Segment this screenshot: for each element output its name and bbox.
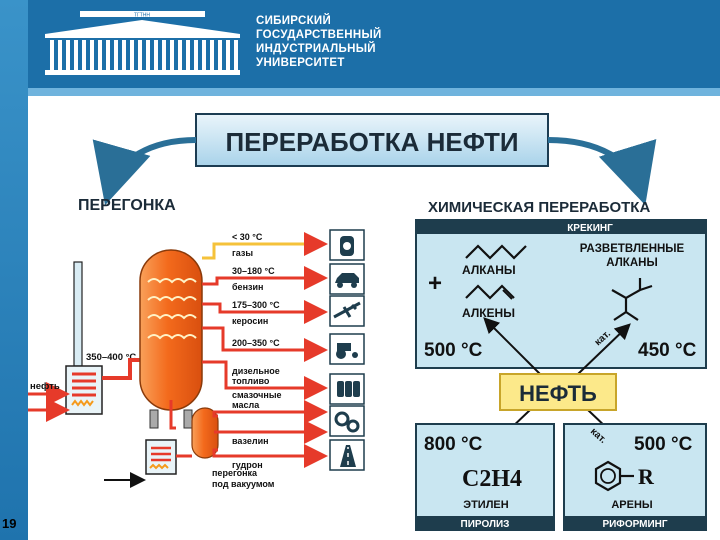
alkane-zigzag xyxy=(465,244,527,260)
fraction-temperature: < 30 °С xyxy=(232,232,263,242)
temperature-left: 500 °С xyxy=(424,340,483,361)
cracking-label: КРЕКИНГ xyxy=(567,223,613,234)
university-line: ИНДУСТРИАЛЬНЫЙ xyxy=(256,43,376,55)
road-icon xyxy=(329,439,365,471)
ethylene-formula: C2H4 xyxy=(462,466,522,492)
arenes-label: АРЕНЫ xyxy=(611,499,653,511)
university-line: ГОСУДАРСТВЕННЫЙ xyxy=(256,29,382,41)
furnace-temperature: 350–400 °С xyxy=(86,352,136,363)
fraction-pipe xyxy=(212,444,328,468)
fraction-outputs: < 30 °С газы 30–180 °С бензин 175–300 °С керо… xyxy=(202,232,328,470)
feed-pipe xyxy=(102,358,142,380)
temperature-bottom-left: 800 °С xyxy=(424,434,483,455)
sidebar-stripe xyxy=(0,0,28,540)
arrow-to-chemical xyxy=(547,137,657,206)
fraction-name: смазочные xyxy=(232,390,282,400)
fraction-temperature: 200–350 °С xyxy=(232,338,280,348)
fraction-name: газы xyxy=(232,248,253,258)
temperature-right: 450 °С xyxy=(638,340,697,361)
fraction-name: бензин xyxy=(232,282,263,292)
reforming-label: РИФОРМИНГ xyxy=(602,519,667,530)
branched-label: АЛКАНЫ xyxy=(606,257,657,269)
oil-center-box: НЕФТЬ xyxy=(499,373,617,411)
alkanes-label: АЛКАНЫ xyxy=(462,263,516,277)
alkene-zigzag xyxy=(465,284,515,300)
arrow-to-distillation xyxy=(92,137,197,206)
fraction-pipe xyxy=(202,360,328,400)
oil-center-label: НЕФТЬ xyxy=(519,381,597,406)
fraction-temperature: 175–300 °С xyxy=(232,300,280,310)
distillation-heading: ПЕРЕГОНКА xyxy=(78,197,176,214)
pyrolysis-label: ПИРОЛИЗ xyxy=(461,519,510,530)
fraction-temperature: 30–180 °С xyxy=(232,266,275,276)
university-line: СИБИРСКИЙ xyxy=(256,15,332,27)
airplane-icon xyxy=(329,295,365,327)
tractor-icon xyxy=(329,333,365,365)
distillation-column xyxy=(139,249,203,429)
gas-bottle-icon xyxy=(329,229,365,261)
plus-sign: + xyxy=(428,270,442,297)
fraction-name: вазелин xyxy=(232,436,269,446)
fraction-name: керосин xyxy=(232,316,268,326)
gears-icon xyxy=(329,405,365,437)
fraction-pipe xyxy=(202,326,328,362)
header-band xyxy=(28,88,720,96)
page-title: ПЕРЕРАБОТКА НЕФТИ xyxy=(225,127,518,157)
vacuum-label: перегонка xyxy=(212,468,258,478)
arene-substituent: R xyxy=(638,464,655,489)
university-name: СИБИРСКИЙ ГОСУДАРСТВЕННЫЙ ИНДУСТРИАЛЬНЫЙ… xyxy=(256,14,382,70)
arrow-to-alkanes xyxy=(483,317,541,375)
fraction-pipe xyxy=(202,232,328,260)
fraction-name: масла xyxy=(232,400,260,410)
branched-label: РАЗВЕТВЛЕННЫЕ xyxy=(580,243,685,255)
oil-barrels-icon xyxy=(329,373,365,405)
branched-structure xyxy=(611,278,653,321)
title-banner: ПЕРЕРАБОТКА НЕФТИ xyxy=(195,113,549,167)
slide-number: 19 xyxy=(2,516,17,531)
vacuum-label: под вакуумом xyxy=(212,479,275,489)
ethylene-label: ЭТИЛЕН xyxy=(463,499,509,511)
furnace xyxy=(65,261,103,415)
vacuum-column xyxy=(145,400,219,475)
benzene-ring xyxy=(594,460,622,492)
arrow-to-branched xyxy=(577,323,631,375)
product-icons xyxy=(329,229,365,471)
chemical-heading: ХИМИЧЕСКАЯ ПЕРЕРАБОТКА xyxy=(428,199,650,216)
fraction-pipe xyxy=(212,400,328,424)
fraction-name: гудрон xyxy=(232,460,263,470)
pyrolysis-panel: 800 °С C2H4 ЭТИЛЕН ПИРОЛИЗ xyxy=(415,423,555,531)
fraction-name: дизельное xyxy=(232,366,280,376)
alkenes-label: АЛКЕНЫ xyxy=(462,306,515,320)
university-line: УНИВЕРСИТЕТ xyxy=(256,57,345,69)
oil-input-label: нефть xyxy=(30,381,60,392)
university-logo: ТГТНН xyxy=(45,11,240,75)
benzene-ring xyxy=(600,468,616,484)
fraction-name: топливо xyxy=(232,376,270,386)
logo-caption: ТГТНН xyxy=(134,13,150,19)
reforming-panel: 500 °С кат. R АРЕНЫ РИФОРМИНГ xyxy=(563,423,707,531)
fraction-pipe xyxy=(202,300,328,324)
car-icon xyxy=(329,263,365,295)
fraction-pipe xyxy=(202,266,328,290)
cracking-panel: КРЕКИНГ АЛКАНЫ + АЛКЕНЫ РАЗВЕТВЛЕННЫЕ АЛ… xyxy=(415,219,707,369)
temperature-bottom-right: 500 °С xyxy=(634,434,693,455)
